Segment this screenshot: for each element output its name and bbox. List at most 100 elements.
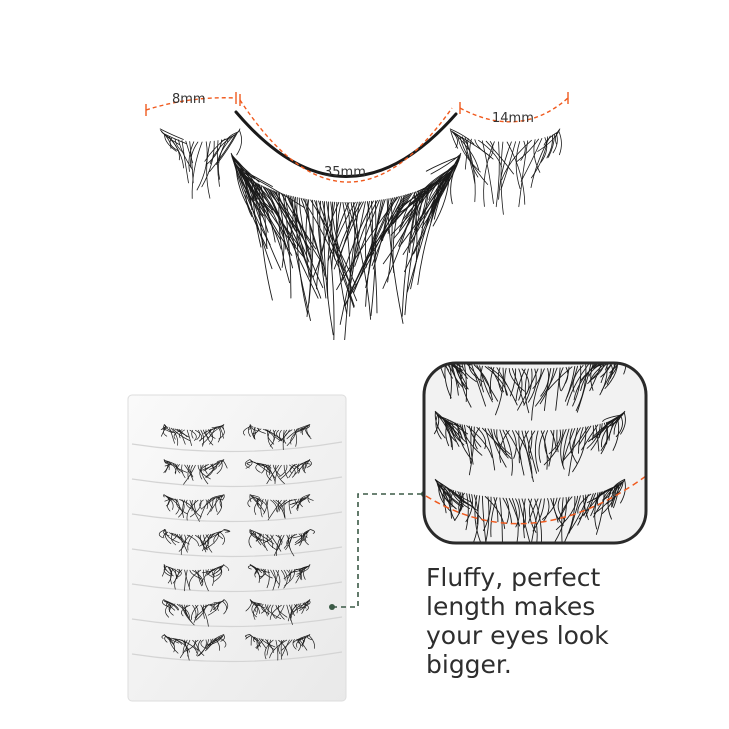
- lash-hair: [210, 496, 221, 512]
- lash-hair: [186, 429, 192, 446]
- lash-hair: [208, 530, 223, 539]
- lash-hair: [478, 139, 502, 168]
- lash-hair: [544, 430, 551, 462]
- lash-hair: [447, 363, 452, 399]
- lash-hair: [465, 493, 469, 531]
- lash-hair: [210, 530, 224, 539]
- lash-hair: [269, 639, 288, 659]
- lash-hair: [266, 464, 279, 485]
- lash-hair: [337, 201, 358, 263]
- lash-hair: [262, 428, 275, 441]
- lash-hair: [305, 199, 310, 278]
- lash-hair: [217, 427, 221, 443]
- lash-hair: [479, 365, 493, 403]
- lash-hair: [163, 564, 167, 571]
- lash-hair: [181, 534, 190, 545]
- lash-hair: [301, 426, 307, 435]
- lash-hair: [216, 459, 224, 464]
- lash-hair: [600, 363, 622, 384]
- lash-hair: [458, 492, 465, 514]
- lash-hair: [471, 364, 487, 407]
- lash-hair: [336, 196, 399, 291]
- lash-hair: [272, 499, 285, 518]
- lash-hair: [600, 363, 614, 378]
- lash-hair: [190, 464, 194, 478]
- lash-hair: [271, 604, 276, 619]
- lash-hair: [601, 418, 617, 448]
- lash-hair: [203, 427, 218, 434]
- lash-hair: [455, 363, 463, 380]
- lash-hair: [256, 567, 270, 573]
- lash-hair: [613, 485, 620, 509]
- tray-lash-pair: [161, 564, 311, 592]
- lash-hair: [275, 604, 285, 619]
- lash-hair: [265, 464, 276, 479]
- lash-hair: [343, 195, 401, 307]
- lash-hair: [569, 428, 578, 464]
- caption-line: bigger.: [426, 650, 512, 679]
- lash-hair: [271, 189, 296, 232]
- lash-hair: [270, 534, 282, 552]
- lash-hair: [530, 135, 551, 188]
- lash-hair: [196, 141, 208, 191]
- lash-hair: [463, 363, 467, 403]
- lash-hair: [235, 164, 253, 214]
- lash-hair: [289, 195, 305, 257]
- lash-hair: [463, 424, 467, 444]
- lash-hair: [344, 193, 408, 307]
- lash-hair: [189, 499, 202, 518]
- lash-hair: [199, 499, 204, 510]
- lash-hair: [200, 604, 209, 627]
- lash-hair: [535, 367, 558, 407]
- lash-hair: [267, 499, 282, 521]
- lash-hair: [509, 368, 517, 397]
- lash-hair: [289, 464, 296, 478]
- lash-hair: [174, 463, 178, 474]
- lash-hair: [305, 459, 311, 469]
- lash-hair: [209, 425, 223, 433]
- lash-hair: [558, 130, 562, 156]
- lash-hair: [215, 497, 218, 513]
- lash-hair: [258, 428, 266, 434]
- lash-hair: [454, 491, 463, 521]
- lash-hair: [336, 201, 342, 254]
- lash-hair: [275, 639, 279, 661]
- lash-hair: [206, 141, 211, 199]
- lash-hair: [611, 478, 626, 492]
- lash-hair: [291, 604, 295, 616]
- lash-hair: [247, 496, 255, 508]
- lash-hair: [188, 569, 202, 587]
- lash-hair: [178, 429, 185, 439]
- lash-hair: [184, 464, 194, 481]
- lash-hair: [437, 363, 464, 368]
- lash-hair: [615, 480, 625, 492]
- lash-hair: [222, 424, 225, 430]
- lash-hair: [210, 603, 213, 612]
- lash-hair: [529, 430, 533, 454]
- lash-hair: [164, 496, 170, 502]
- lash-hair: [283, 429, 293, 444]
- lash-hair: [255, 463, 261, 473]
- lash-hair: [306, 460, 312, 468]
- lash-hair: [501, 139, 532, 181]
- lash-hair: [212, 460, 223, 469]
- lash-hair: [502, 429, 513, 476]
- lash-hair: [239, 170, 306, 209]
- lash-hair: [251, 179, 262, 248]
- lash-hair: [495, 141, 500, 208]
- lash-hair: [189, 569, 202, 579]
- lash-hair: [215, 564, 225, 573]
- lash-hair: [316, 201, 340, 290]
- lash-hair: [261, 604, 269, 614]
- lash-hair: [284, 193, 311, 321]
- lash-hair: [304, 427, 312, 440]
- lash-hair: [165, 600, 176, 611]
- lash-hair: [179, 499, 193, 512]
- lash-hair: [273, 429, 281, 441]
- lash-hair: [290, 603, 300, 619]
- lash-hair: [167, 496, 174, 510]
- lash-hair: [260, 498, 264, 518]
- lash-hair: [220, 634, 225, 642]
- lash-hair: [548, 133, 555, 158]
